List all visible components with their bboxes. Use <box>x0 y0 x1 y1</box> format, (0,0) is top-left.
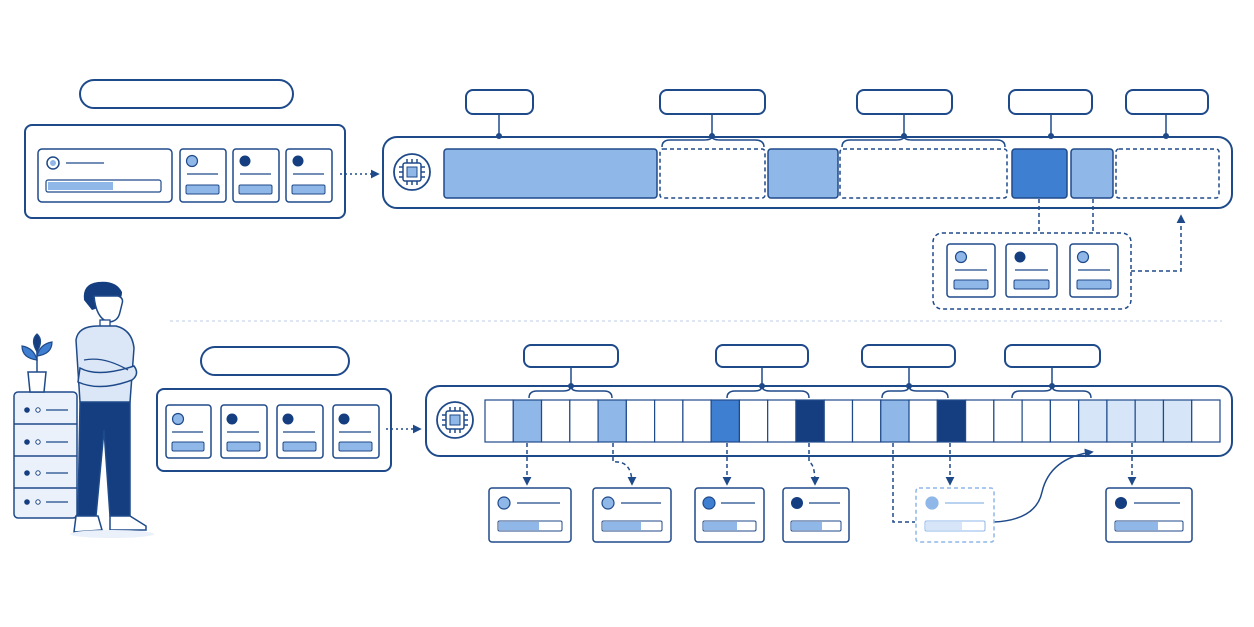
callout-label <box>523 344 619 368</box>
small-task-card <box>1005 243 1058 298</box>
memory-region <box>443 148 658 199</box>
callout-label <box>659 89 766 115</box>
memory-region <box>1070 148 1114 199</box>
memory-slot-row <box>484 399 1221 443</box>
chip-icon <box>436 401 474 439</box>
bottom-memory-bar <box>425 385 1233 457</box>
memory-slot <box>1021 399 1051 443</box>
top-memory-bar <box>382 136 1233 209</box>
small-task-card <box>165 404 212 459</box>
memory-slot <box>1162 399 1193 443</box>
server-rack-icon <box>13 391 78 519</box>
callout-label <box>1004 344 1101 368</box>
small-task-card <box>946 243 996 298</box>
small-task-card <box>232 148 280 203</box>
top-label-pill <box>79 79 294 109</box>
top-output-group <box>932 232 1132 310</box>
callout-label <box>465 89 534 115</box>
memory-slot <box>823 399 854 443</box>
memory-slot <box>654 399 684 443</box>
memory-slot <box>484 399 514 443</box>
memory-slot <box>1106 399 1136 443</box>
memory-slot <box>1049 399 1080 443</box>
memory-slot <box>936 399 967 443</box>
memory-slot <box>1191 399 1221 443</box>
small-task-card <box>332 404 380 459</box>
memory-slot <box>993 399 1023 443</box>
top-callouts <box>465 89 1209 148</box>
bottom-feedback-line <box>892 443 915 523</box>
callout-label <box>861 344 956 368</box>
memory-slot <box>880 399 910 443</box>
small-task-card <box>220 404 268 459</box>
top-task-group <box>24 124 346 219</box>
memory-region <box>1115 148 1220 199</box>
small-task-card <box>276 404 324 459</box>
callout-label <box>715 344 809 368</box>
memory-slot <box>851 399 882 443</box>
bottom-task-group <box>156 388 392 472</box>
memory-slot <box>540 399 571 443</box>
bottom-label-pill <box>200 346 350 376</box>
memory-slot <box>625 399 656 443</box>
memory-slot <box>738 399 769 443</box>
pending-task-card <box>915 487 995 543</box>
output-task-card <box>592 487 672 543</box>
output-task-card <box>782 487 850 543</box>
memory-slot <box>908 399 938 443</box>
memory-slot <box>569 399 599 443</box>
memory-slot <box>1078 399 1108 443</box>
memory-slot <box>767 399 797 443</box>
chip-icon <box>393 153 431 191</box>
memory-slot <box>597 399 627 443</box>
output-task-card <box>488 487 572 543</box>
small-task-card <box>285 148 333 203</box>
person-illustration <box>70 281 154 538</box>
memory-slot <box>795 399 825 443</box>
memory-slot <box>512 399 543 443</box>
top-return-arrow <box>1131 214 1186 272</box>
memory-slot <box>964 399 995 443</box>
bottom-return-arrow <box>993 448 1094 523</box>
memory-slot <box>682 399 712 443</box>
callout-label <box>1125 89 1209 115</box>
memory-region <box>1011 148 1068 199</box>
bottom-callouts <box>523 344 1101 399</box>
output-task-card <box>1105 487 1193 543</box>
memory-region <box>659 148 766 199</box>
output-task-card <box>694 487 765 543</box>
plant-icon <box>21 333 53 393</box>
memory-region <box>839 148 1008 199</box>
wide-task-card <box>37 148 173 203</box>
memory-region <box>767 148 839 199</box>
memory-slot <box>1134 399 1165 443</box>
callout-label <box>1008 89 1093 115</box>
memory-slot <box>710 399 741 443</box>
small-task-card <box>1069 243 1119 298</box>
small-task-card <box>179 148 227 203</box>
callout-label <box>856 89 953 115</box>
